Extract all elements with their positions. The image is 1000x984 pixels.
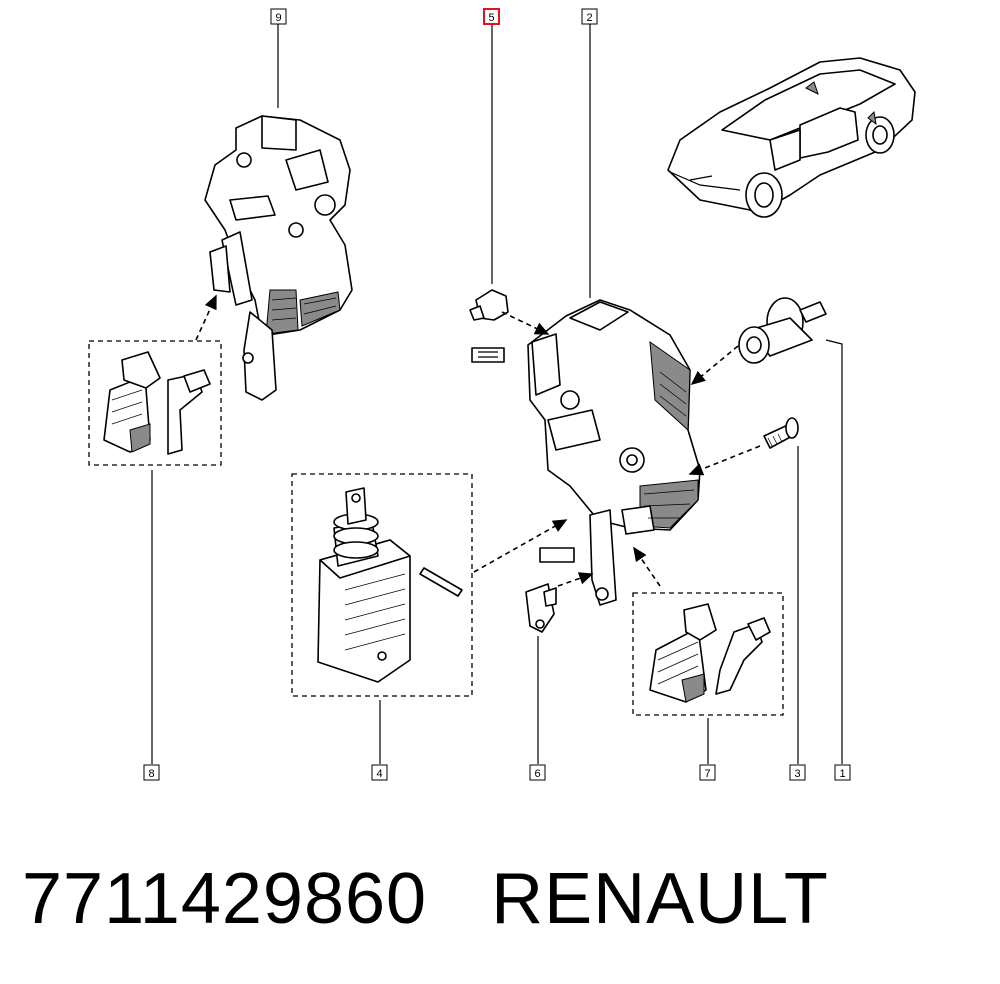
part-4-actuator bbox=[291, 473, 473, 697]
callout-3: 3 bbox=[789, 764, 806, 781]
brand-name: RENAULT bbox=[491, 859, 829, 939]
part-9-lock-assembly bbox=[204, 115, 353, 401]
callout-8: 8 bbox=[143, 764, 160, 781]
svg-text:2: 2 bbox=[586, 12, 592, 24]
callout-4: 4 bbox=[371, 764, 388, 781]
assembly-arrows bbox=[195, 294, 761, 587]
car-illustration bbox=[667, 57, 916, 218]
part-2-lock-assembly bbox=[527, 299, 701, 606]
part-number: 7711429860 bbox=[22, 859, 428, 939]
svg-text:5: 5 bbox=[488, 12, 494, 24]
leader-lines bbox=[151, 24, 843, 764]
part-5-clip bbox=[469, 289, 509, 363]
callout-1: 1 bbox=[834, 764, 851, 781]
callout-6: 6 bbox=[529, 764, 546, 781]
callout-7: 7 bbox=[699, 764, 716, 781]
svg-text:3: 3 bbox=[794, 768, 800, 780]
svg-text:6: 6 bbox=[534, 768, 540, 780]
callout-9: 9 bbox=[270, 8, 287, 25]
svg-text:4: 4 bbox=[376, 768, 382, 780]
callout-5-highlighted: 5 bbox=[483, 8, 500, 25]
svg-text:8: 8 bbox=[148, 768, 154, 780]
svg-text:7: 7 bbox=[704, 768, 710, 780]
part-8-connector-set bbox=[88, 340, 222, 466]
footer-caption: 7711429860 RENAULT bbox=[22, 858, 829, 948]
svg-text:9: 9 bbox=[275, 12, 281, 24]
callout-2: 2 bbox=[581, 8, 598, 25]
part-3-screw bbox=[763, 417, 799, 449]
part-7-connector-set bbox=[632, 592, 784, 716]
svg-text:1: 1 bbox=[839, 768, 845, 780]
part-1-striker bbox=[738, 297, 827, 364]
part-6-clip bbox=[525, 547, 575, 633]
